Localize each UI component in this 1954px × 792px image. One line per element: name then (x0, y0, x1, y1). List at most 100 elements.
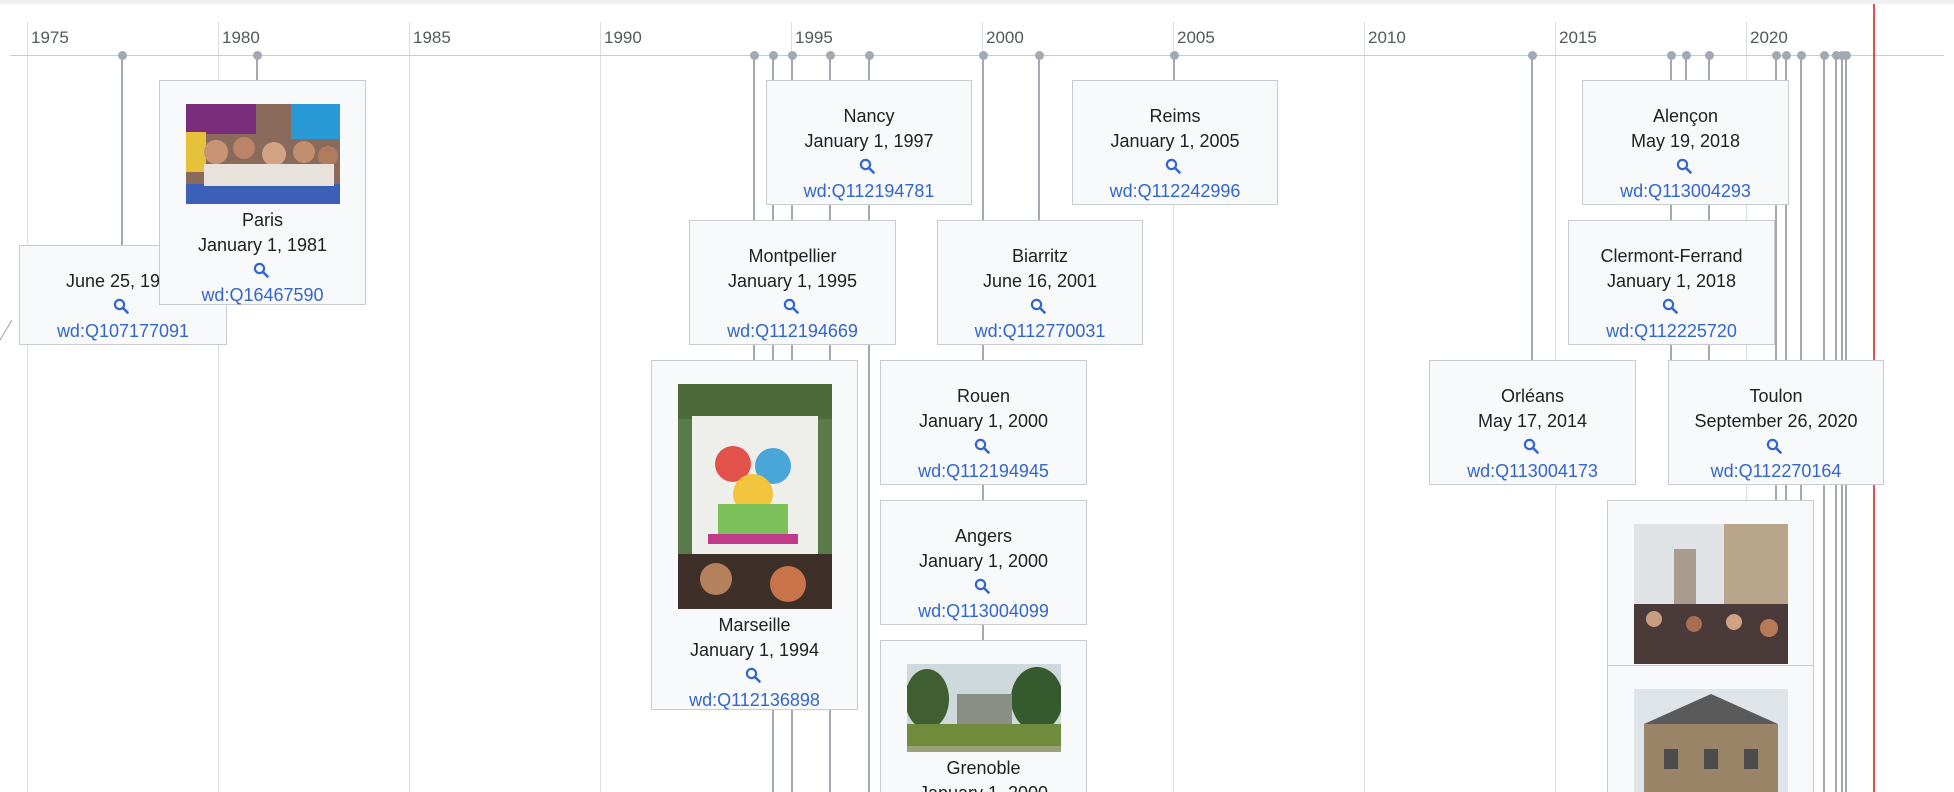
wikidata-id[interactable]: wd:Q113004099 (918, 601, 1049, 621)
event-dot[interactable] (1820, 51, 1829, 60)
event-dot[interactable] (1035, 51, 1044, 60)
search-icon (881, 574, 1086, 599)
event-name: Rouen (956, 386, 1011, 406)
wikidata-id[interactable]: wd:Q113004293 (1620, 181, 1751, 201)
year-gridline (27, 22, 28, 792)
event-stem (1173, 55, 1175, 80)
search-icon (652, 663, 857, 688)
event-dot[interactable] (1528, 51, 1537, 60)
wikidata-id[interactable]: wd:Q112194669 (727, 321, 858, 341)
year-label: 1985 (413, 28, 451, 47)
event-date: June 25, 1977 (65, 271, 181, 291)
wikidata-link[interactable]: wd:Q112194945 (881, 434, 1086, 484)
event-date: January 1, 2000 (918, 551, 1049, 571)
event-dot[interactable] (1772, 51, 1781, 60)
event-dot[interactable] (865, 51, 874, 60)
event-dot[interactable] (769, 51, 778, 60)
wikidata-id[interactable]: wd:Q16467590 (201, 285, 324, 305)
crowd-photo-icon[interactable] (1608, 524, 1813, 664)
wikidata-link[interactable]: wd:Q107177091 (20, 294, 226, 344)
wikidata-link[interactable]: wd:Q16467590 (160, 258, 365, 308)
event-name: Nancy (843, 106, 895, 126)
event-dot[interactable] (1797, 51, 1806, 60)
wikidata-link[interactable]: wd:Q112242996 (1073, 154, 1277, 204)
search-icon (1583, 154, 1788, 179)
wikidata-id[interactable]: wd:Q112270164 (1710, 461, 1842, 481)
year-gridline (1173, 22, 1174, 792)
year-label: 1980 (222, 28, 260, 47)
wikidata-link[interactable]: wd:Q112194669 (690, 294, 895, 344)
event-dot[interactable] (1682, 51, 1691, 60)
event-date: January 1, 1995 (727, 271, 858, 291)
wikidata-id[interactable]: wd:Q112242996 (1109, 181, 1241, 201)
wikidata-id[interactable]: wd:Q112136898 (689, 690, 820, 710)
wikidata-id[interactable]: wd:Q113004173 (1467, 461, 1598, 481)
year-label: 1975 (31, 28, 69, 47)
event-name: Reims (1149, 106, 1201, 126)
event-stem (1038, 55, 1040, 220)
wikidata-link[interactable]: wd:Q112225720 (1569, 294, 1774, 344)
park-photo-icon[interactable] (881, 664, 1086, 752)
wikidata-link[interactable]: wd:Q113004173 (1430, 434, 1635, 484)
event-dot[interactable] (1842, 51, 1851, 60)
search-icon (1669, 434, 1883, 459)
event-stem (256, 55, 258, 80)
wikidata-link[interactable]: wd:Q112194781 (767, 154, 971, 204)
event-dot[interactable] (1667, 51, 1676, 60)
building-photo-icon[interactable] (1608, 689, 1813, 792)
event-dot[interactable] (979, 51, 988, 60)
event-dot[interactable] (118, 51, 127, 60)
search-icon (1569, 294, 1774, 319)
event-stem (121, 55, 123, 245)
wikidata-link[interactable]: wd:Q112770031 (938, 294, 1142, 344)
year-label: 2000 (986, 28, 1024, 47)
event-dot[interactable] (750, 51, 759, 60)
wikidata-id[interactable]: wd:Q112194781 (803, 181, 935, 201)
wikidata-link[interactable]: wd:Q113004293 (1583, 154, 1788, 204)
event-dot[interactable] (788, 51, 797, 60)
year-label: 1995 (795, 28, 833, 47)
event-stem (1685, 55, 1687, 80)
event-dot[interactable] (826, 51, 835, 60)
wikidata-link[interactable]: wd:Q112270164 (1669, 434, 1883, 484)
search-icon (881, 434, 1086, 459)
event-dot[interactable] (1170, 51, 1179, 60)
wikidata-id[interactable]: wd:Q107177091 (56, 321, 190, 341)
event-dot[interactable] (1705, 51, 1714, 60)
event-dot[interactable] (1782, 51, 1791, 60)
event-name: Clermont-Ferrand (1600, 246, 1743, 266)
event-date: January 1, 2005 (1110, 131, 1240, 151)
wikidata-id[interactable]: wd:Q112770031 (974, 321, 1106, 341)
event-card[interactable] (1607, 500, 1814, 670)
wikidata-link[interactable]: wd:Q113004099 (881, 574, 1086, 624)
event-date: January 1, 2000 (918, 411, 1049, 431)
wikidata-id[interactable]: wd:Q112194945 (918, 461, 1049, 481)
event-dot[interactable] (1832, 51, 1841, 60)
event-name: Biarritz (1011, 246, 1068, 266)
year-gridline (409, 22, 410, 792)
event-dot[interactable] (253, 51, 262, 60)
wikidata-link[interactable]: wd:Q112136898 (652, 663, 857, 713)
rally-photo-icon[interactable] (160, 104, 365, 204)
event-card[interactable] (1607, 665, 1814, 792)
poster-photo-icon[interactable] (652, 384, 857, 609)
year-label: 2010 (1368, 28, 1406, 47)
wikidata-id[interactable]: wd:Q112225720 (1606, 321, 1737, 341)
time-axis (10, 55, 1944, 56)
event-name: Grenoble (946, 758, 1021, 778)
event-stem (1531, 55, 1533, 360)
event-card[interactable]: GrenobleJanuary 1, 2000 (880, 640, 1087, 792)
